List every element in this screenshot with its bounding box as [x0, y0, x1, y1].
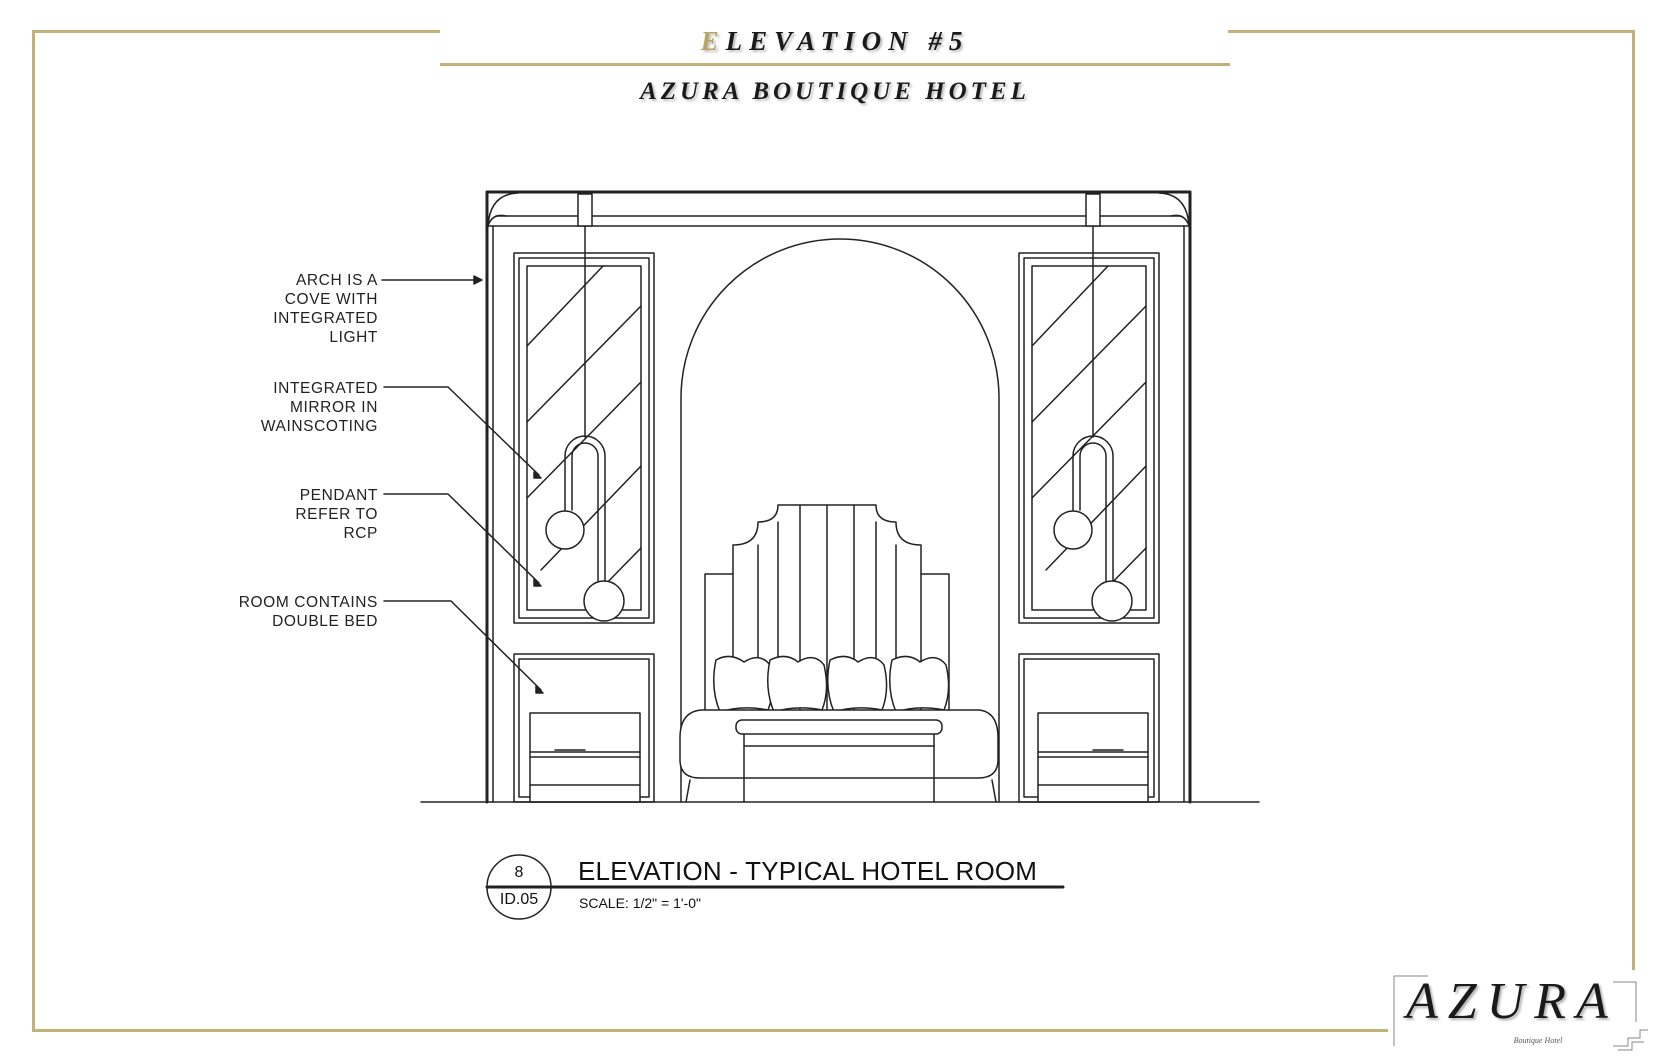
detail-scale: SCALE: 1/2" = 1'-0": [579, 895, 701, 911]
leader-lines: [381, 275, 544, 694]
frame-right: [1632, 30, 1635, 970]
title-text: LEVATION #5: [725, 26, 970, 56]
logo-wordmark: AZURA: [1406, 973, 1618, 1030]
sheet-title: ELEVATION #5: [440, 26, 1230, 57]
note-arch-cove: ARCH IS A COVE WITH INTEGRATED LIGHT: [273, 272, 378, 346]
left-pendant: [545, 193, 625, 622]
pillows: [713, 655, 950, 713]
frame-top-right: [1228, 30, 1634, 33]
detail-sheet: ID.05: [499, 891, 539, 908]
title-underline: [440, 63, 1230, 66]
frame-bottom: [32, 1029, 1392, 1032]
frame-top-left: [32, 30, 440, 33]
title-initial: E: [700, 26, 726, 56]
frame-left: [32, 30, 35, 1032]
right-nightstand: [1037, 712, 1149, 803]
detail-tag-bubble: [485, 854, 1065, 920]
azura-logo: AZURA Boutique Hotel: [1388, 970, 1653, 1054]
left-nightstand: [529, 712, 641, 803]
wall-and-cornice: [485, 190, 1192, 804]
logo-tagline: Boutique Hotel: [1513, 1036, 1563, 1045]
logo-frame: [1393, 975, 1648, 1051]
left-mirror-panel: [513, 252, 655, 803]
sheet-subtitle: AZURA BOUTIQUE HOTEL: [640, 78, 1030, 105]
bed: [679, 709, 999, 803]
note-pendant: PENDANT REFER TO RCP: [295, 487, 378, 542]
right-pendant: [1053, 193, 1133, 622]
note-mirror: INTEGRATED MIRROR IN WAINSCOTING: [260, 380, 378, 435]
arch-cove: [680, 238, 1000, 803]
detail-number: 8: [514, 864, 524, 881]
right-mirror-panel: [1018, 252, 1160, 803]
detail-title: ELEVATION - TYPICAL HOTEL ROOM: [578, 856, 1038, 886]
note-double-bed: ROOM CONTAINS DOUBLE BED: [238, 594, 378, 630]
